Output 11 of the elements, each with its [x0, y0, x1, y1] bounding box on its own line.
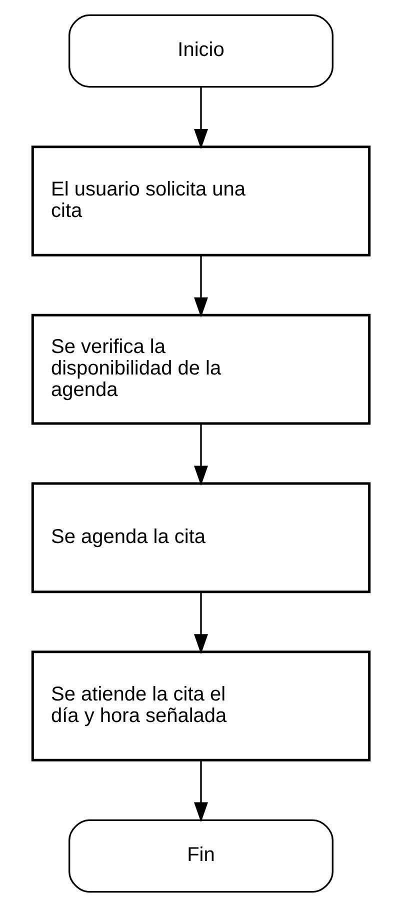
node-box: Inicio [68, 14, 334, 88]
arrow [194, 592, 208, 654]
node-box: Fin [68, 819, 334, 893]
node-box: Se atiende la cita el día y hora señalada [31, 650, 371, 762]
node-box: Se agenda la cita [31, 482, 371, 594]
arrow [194, 255, 208, 318]
arrow [194, 760, 208, 822]
node-box: El usuario solicita una cita [31, 146, 371, 256]
arrow [194, 424, 208, 486]
arrow [194, 87, 208, 149]
node-box: Se verifica la disponibilidad de la agenda [31, 314, 371, 425]
